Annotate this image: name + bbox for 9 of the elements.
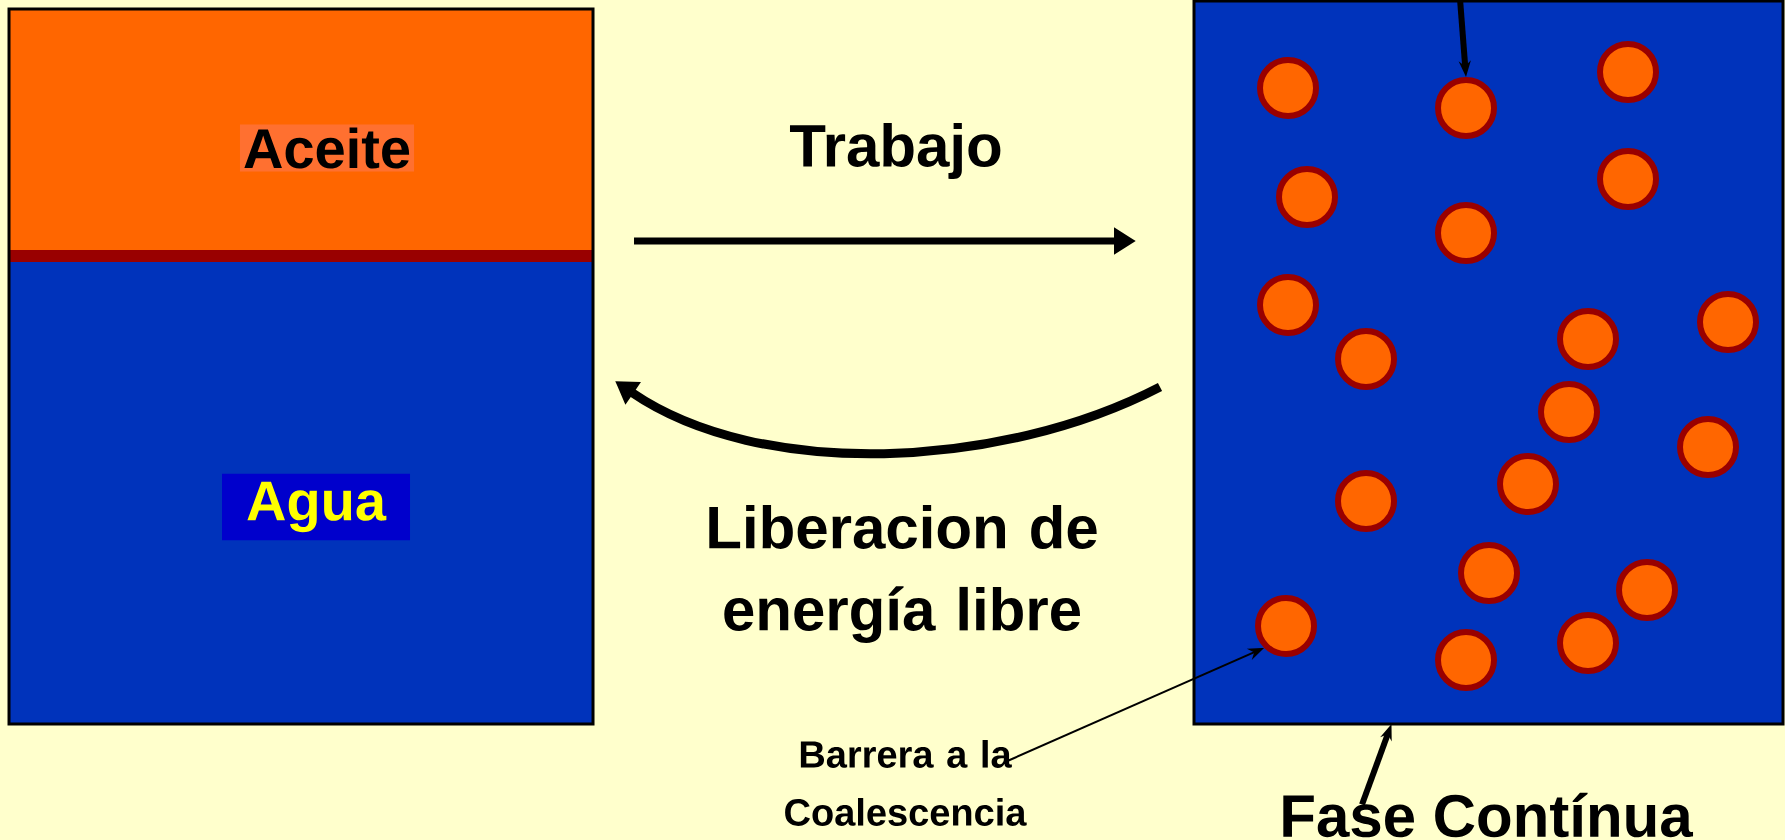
callout-text: Barrera a la Coalescencia xyxy=(785,740,1027,826)
edge-label: Trabajo xyxy=(790,123,1001,179)
droplet xyxy=(1697,291,1759,353)
two-layer-container xyxy=(7,7,595,726)
phase-label: Agua xyxy=(222,473,410,541)
phase-label: Aceite xyxy=(239,124,415,172)
callout-text: Fase Contínua xyxy=(1283,792,1694,838)
edge-label: Liberacion de energía libre xyxy=(709,504,1097,644)
droplet xyxy=(1677,416,1739,478)
